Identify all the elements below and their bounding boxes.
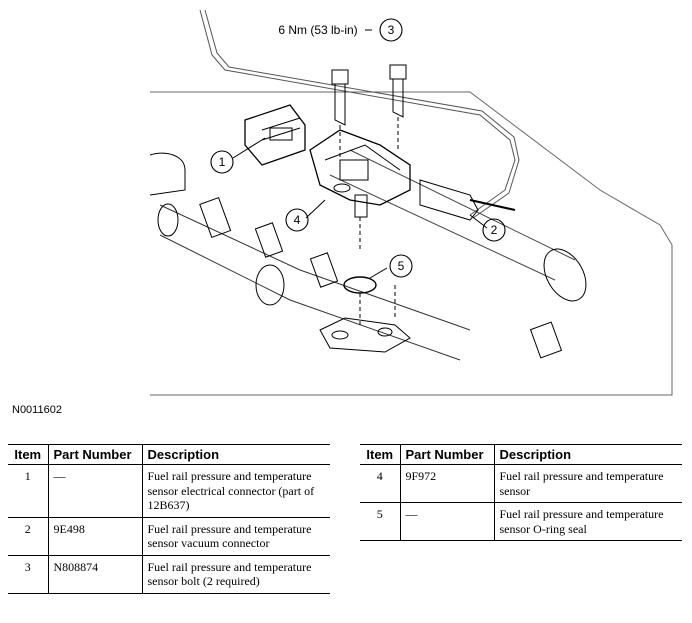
part-number-cell: — xyxy=(47,464,142,518)
figure-id: N0011602 xyxy=(12,404,62,416)
torque-label: 6 Nm (53 lb-in) xyxy=(278,23,357,37)
o-ring xyxy=(343,276,377,294)
header-description: Description xyxy=(493,444,682,465)
callout-2-label: 2 xyxy=(491,223,498,237)
callout-4-label: 4 xyxy=(294,213,301,227)
callout-3-label: 3 xyxy=(388,23,395,37)
table-row: 3 N808874 Fuel rail pressure and tempera… xyxy=(8,555,330,594)
description-cell: Fuel rail pressure and temperature senso… xyxy=(141,555,330,594)
description-cell: Fuel rail pressure and temperature senso… xyxy=(493,464,682,503)
bolt xyxy=(389,64,407,150)
item-cell: 1 xyxy=(8,464,48,518)
table-row: 1 — Fuel rail pressure and temperature s… xyxy=(8,464,330,518)
table-row: 5 — Fuel rail pressure and temperature s… xyxy=(360,502,682,541)
item-cell: 3 xyxy=(8,555,48,594)
header-item: Item xyxy=(360,444,400,465)
description-cell: Fuel rail pressure and temperature senso… xyxy=(141,517,330,556)
tube xyxy=(329,149,576,281)
part-number-cell: N808874 xyxy=(47,555,142,594)
electrical-connector xyxy=(244,104,306,166)
callout-2 xyxy=(482,218,506,242)
callout-1 xyxy=(210,150,234,174)
vacuum-connector xyxy=(419,179,479,221)
description-cell: Fuel rail pressure and temperature senso… xyxy=(141,464,330,518)
mounting-boss xyxy=(319,317,411,353)
callout-1-label: 1 xyxy=(219,155,226,169)
header-description: Description xyxy=(141,444,330,465)
part-number-cell: 9F972 xyxy=(399,464,494,503)
header-item: Item xyxy=(8,444,48,465)
bolt xyxy=(331,69,349,170)
parts-table-left: Item Part Number Description 1 — Fuel ra… xyxy=(8,444,330,594)
callout-4 xyxy=(285,208,309,232)
header-part-number: Part Number xyxy=(399,444,494,465)
callout-5 xyxy=(389,254,413,278)
header-part-number: Part Number xyxy=(47,444,142,465)
intake-outline xyxy=(150,91,673,396)
part-number-cell: 9E498 xyxy=(47,517,142,556)
callout-5-label: 5 xyxy=(398,259,405,273)
item-cell: 4 xyxy=(360,464,400,503)
description-cell: Fuel rail pressure and temperature senso… xyxy=(493,502,682,541)
parts-table-right: Item Part Number Description 4 9F972 Fue… xyxy=(360,444,682,541)
part-number-cell: — xyxy=(399,502,494,541)
fuel-line xyxy=(199,9,516,216)
table-row: 4 9F972 Fuel rail pressure and temperatu… xyxy=(360,464,682,503)
item-cell: 2 xyxy=(8,517,48,556)
pressure-sensor xyxy=(309,129,411,250)
engine-illustration: 1 2 3 4 5 6 Nm (53 lb-in) xyxy=(149,9,673,396)
item-cell: 5 xyxy=(360,502,400,541)
callout-3 xyxy=(379,18,403,42)
fuel-rail xyxy=(159,204,471,361)
table-row: 2 9E498 Fuel rail pressure and temperatu… xyxy=(8,517,330,556)
